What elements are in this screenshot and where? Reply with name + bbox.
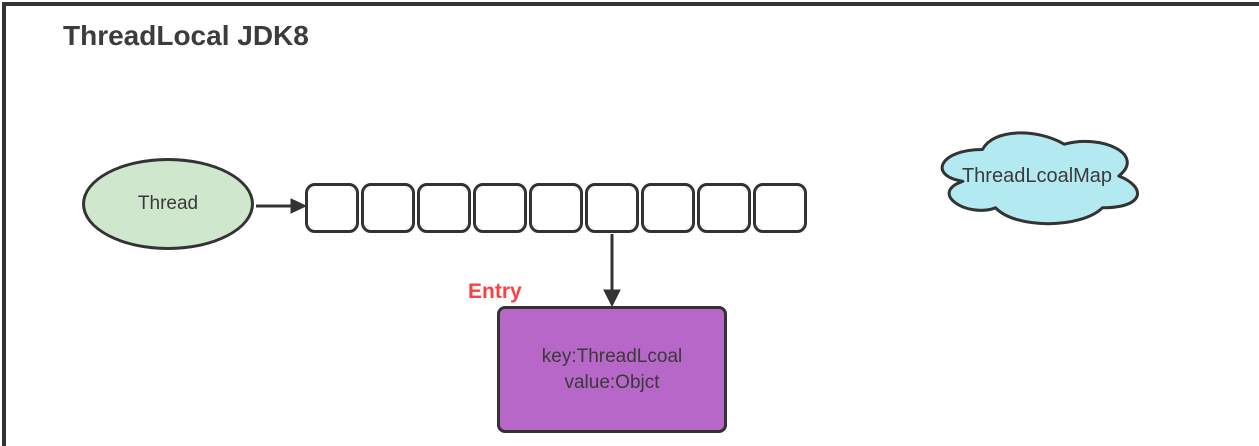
array-cell-3 [473,183,527,233]
array-cell-6 [641,183,695,233]
entry-node: key:ThreadLcoal value:Objct [497,306,727,433]
cloud-shape [940,131,1139,226]
entry-label: Entry [468,280,522,303]
threadlocal-array [305,183,807,233]
array-cell-1 [361,183,415,233]
array-cell-2 [417,183,471,233]
array-cell-4 [529,183,583,233]
thread-to-array-arrow [256,198,308,214]
threadlocalmap-label: ThreadLcoalMap [961,164,1113,187]
entry-key-text: key:ThreadLcoal [541,345,683,367]
array-cell-7 [697,183,751,233]
array-to-entry-arrow [603,234,621,308]
array-cell-8 [753,183,807,233]
threadlocalmap-node: ThreadLcoalMap [925,120,1149,232]
entry-value-text: value:Objct [564,371,660,393]
diagram-title: ThreadLocal JDK8 [63,20,309,51]
array-cell-5 [585,183,639,233]
thread-node: Thread [82,158,254,250]
thread-node-label: Thread [137,193,199,214]
array-cell-0 [305,183,359,233]
